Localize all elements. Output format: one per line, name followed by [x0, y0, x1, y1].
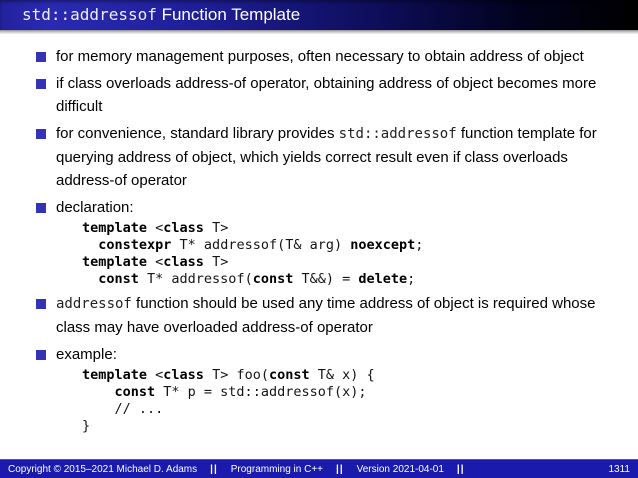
text-run: function template for querying address o…	[56, 125, 597, 189]
code-text	[82, 384, 115, 400]
text-run: example:	[56, 346, 117, 363]
bullet-square-icon	[36, 52, 46, 62]
code-keyword: const	[114, 384, 156, 400]
text-run: declaration:	[56, 199, 134, 216]
text-run: function should be used any time address…	[56, 295, 596, 336]
bullet-content: for memory management purposes, often ne…	[56, 45, 584, 68]
code-text: // ...	[82, 401, 164, 417]
code-keyword: class	[163, 220, 204, 236]
code-text: T> foo(	[203, 367, 269, 383]
code-text: T& x) {	[309, 367, 375, 383]
code-line: template <class T>	[82, 254, 423, 271]
code-keyword: template	[82, 220, 148, 236]
code-line: }	[82, 418, 375, 435]
code-keyword: const	[252, 271, 294, 287]
footer-course-title: Programming in C++	[230, 463, 324, 475]
code-text: T* p = std::addressof(x);	[155, 384, 367, 400]
bullet-item: for convenience, standard library provid…	[36, 122, 620, 192]
title-bar-shadow	[0, 30, 638, 34]
bullet-text: for memory management purposes, often ne…	[56, 45, 584, 68]
bullet-item: addressof function should be used any ti…	[36, 292, 620, 339]
text-run: if class overloads address-of operator, …	[56, 75, 597, 115]
bullet-square-icon	[36, 350, 46, 360]
code-text	[82, 237, 98, 253]
code-text: ;	[407, 271, 416, 287]
code-text: T* addressof(T& arg)	[171, 237, 351, 253]
slide-title-text: Function Template	[156, 5, 301, 24]
inline-code: std::addressof	[338, 126, 457, 142]
bullet-list: for memory management purposes, often ne…	[36, 45, 620, 435]
slide-title-bar: std::addressof Function Template	[0, 0, 638, 30]
code-keyword: constexpr	[98, 237, 172, 253]
code-line: const T* addressof(const T&&) = delete;	[82, 271, 423, 288]
bullet-content: if class overloads address-of operator, …	[56, 72, 616, 118]
text-run: for memory management purposes, often ne…	[56, 48, 584, 65]
code-keyword: noexcept	[350, 237, 416, 253]
bullet-square-icon	[36, 79, 46, 89]
code-text: ;	[415, 237, 424, 253]
code-keyword: delete	[358, 271, 408, 287]
code-line: // ...	[82, 401, 375, 418]
bullet-content: declaration:template <class T> constexpr…	[56, 196, 423, 288]
code-line: constexpr T* addressof(T& arg) noexcept;	[82, 237, 423, 254]
bullet-item: declaration:template <class T> constexpr…	[36, 196, 620, 288]
bullet-text: example:	[56, 343, 375, 366]
footer-copyright: Copyright © 2015–2021 Michael D. Adams	[8, 463, 198, 475]
bullet-square-icon	[36, 299, 46, 309]
code-block: template <class T> foo(const T& x) { con…	[82, 367, 375, 435]
code-text: T>	[203, 220, 229, 236]
code-text: <	[147, 254, 164, 270]
footer-page-number: 1311	[608, 463, 630, 475]
code-keyword: template	[82, 254, 148, 270]
code-text: }	[82, 418, 91, 434]
slide-body: for memory management purposes, often ne…	[0, 34, 638, 435]
bullet-square-icon	[36, 129, 46, 139]
code-text: T>	[203, 254, 229, 270]
code-keyword: class	[163, 367, 204, 383]
bullet-item: example:template <class T> foo(const T& …	[36, 343, 620, 435]
bullet-item: if class overloads address-of operator, …	[36, 72, 620, 118]
bullet-text: if class overloads address-of operator, …	[56, 72, 616, 118]
slide-title-code: std::addressof	[22, 5, 157, 24]
footer-separator: ||	[456, 463, 465, 475]
bullet-item: for memory management purposes, often ne…	[36, 45, 620, 68]
bullet-content: addressof function should be used any ti…	[56, 292, 616, 339]
inline-code: addressof	[56, 296, 132, 312]
bullet-content: for convenience, standard library provid…	[56, 122, 616, 192]
code-keyword: const	[98, 271, 139, 287]
text-run: for convenience, standard library provid…	[56, 125, 339, 142]
bullet-text: for convenience, standard library provid…	[56, 122, 616, 192]
code-text: <	[147, 367, 164, 383]
bullet-square-icon	[36, 203, 46, 213]
code-block: template <class T> constexpr T* addresso…	[82, 220, 423, 288]
bullet-text: addressof function should be used any ti…	[56, 292, 616, 339]
code-line: template <class T> foo(const T& x) {	[82, 367, 375, 384]
code-keyword: class	[163, 254, 204, 270]
code-keyword: const	[268, 367, 310, 383]
footer-separator: ||	[336, 463, 344, 475]
footer-separator: ||	[210, 463, 218, 475]
footer-bar: Copyright © 2015–2021 Michael D. Adams |…	[0, 459, 638, 478]
code-line: const T* p = std::addressof(x);	[82, 384, 375, 401]
code-text: T* addressof(	[138, 271, 253, 287]
code-text: T&&) =	[293, 271, 359, 287]
code-line: template <class T>	[82, 220, 423, 237]
bullet-content: example:template <class T> foo(const T& …	[56, 343, 375, 435]
code-keyword: template	[82, 367, 148, 383]
code-text: <	[147, 220, 164, 236]
footer-version: Version 2021-04-01	[356, 463, 444, 475]
code-text	[82, 271, 98, 287]
bullet-text: declaration:	[56, 196, 423, 219]
